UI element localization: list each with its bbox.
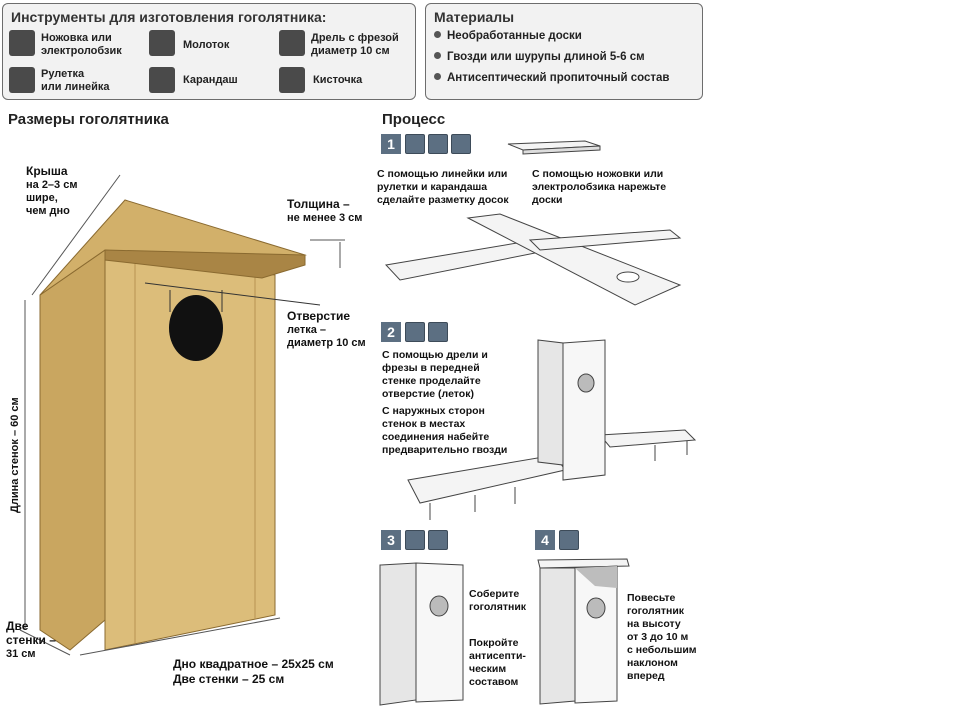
drill-icon: [279, 30, 305, 56]
dimensions-title: Размеры гоголятника: [8, 111, 169, 128]
pencil-icon: [428, 134, 448, 154]
step-4-number: 4: [535, 530, 555, 550]
two-walls-label: Две стенки – 31 см: [6, 619, 56, 661]
step-1-number: 1: [381, 134, 401, 154]
saw-icon: [451, 134, 471, 154]
material-item: Антисептический пропиточный состав: [434, 72, 670, 84]
step-3-number: 3: [381, 530, 401, 550]
hammer-icon: [559, 530, 579, 550]
hammer-icon: [405, 530, 425, 550]
pencil-icon: [149, 67, 175, 93]
drill-icon: [405, 322, 425, 342]
tape-measure-icon: [405, 134, 425, 154]
hammer-icon: [428, 322, 448, 342]
boards-cross-drawing: [384, 213, 682, 306]
hammer-icon: [149, 30, 175, 56]
brush-icon: [279, 67, 305, 93]
tool-hammer-label: Молоток: [183, 39, 230, 51]
tool-pencil-label: Карандаш: [183, 74, 238, 86]
saw-icon: [9, 30, 35, 56]
board-icon: [507, 140, 601, 155]
process-title: Процесс: [382, 111, 446, 128]
tools-panel: Инструменты для изготовления гоголятника…: [2, 3, 416, 100]
material-item: Необработанные доски: [434, 30, 582, 42]
hole-label: Отверстие летка – диаметр 10 см: [287, 309, 366, 350]
brush-icon: [428, 530, 448, 550]
roof-label: Крыша на 2–3 см шире, чем дно: [26, 164, 78, 218]
step-2-number: 2: [381, 322, 401, 342]
tools-title: Инструменты для изготовления гоголятника…: [11, 9, 327, 25]
bottom-label: Дно квадратное – 25x25 см Две стенки – 2…: [173, 657, 334, 686]
finished-box-drawing: [537, 558, 630, 705]
thickness-label: Толщина – не менее 3 см: [287, 197, 363, 225]
materials-title: Материалы: [434, 9, 515, 25]
walls-nailing-drawing: [407, 339, 697, 520]
wall-length-label: Длина стенок – 60 см: [9, 397, 21, 513]
materials-panel: Материалы Необработанные доски Гвозди ил…: [425, 3, 703, 100]
assembled-box-drawing: [379, 562, 464, 706]
tape-measure-icon: [9, 67, 35, 93]
material-item: Гвозди или шурупы длиной 5-6 см: [434, 51, 645, 63]
tool-brush-label: Кисточка: [313, 74, 363, 86]
birdhouse-drawing: [19, 174, 345, 656]
